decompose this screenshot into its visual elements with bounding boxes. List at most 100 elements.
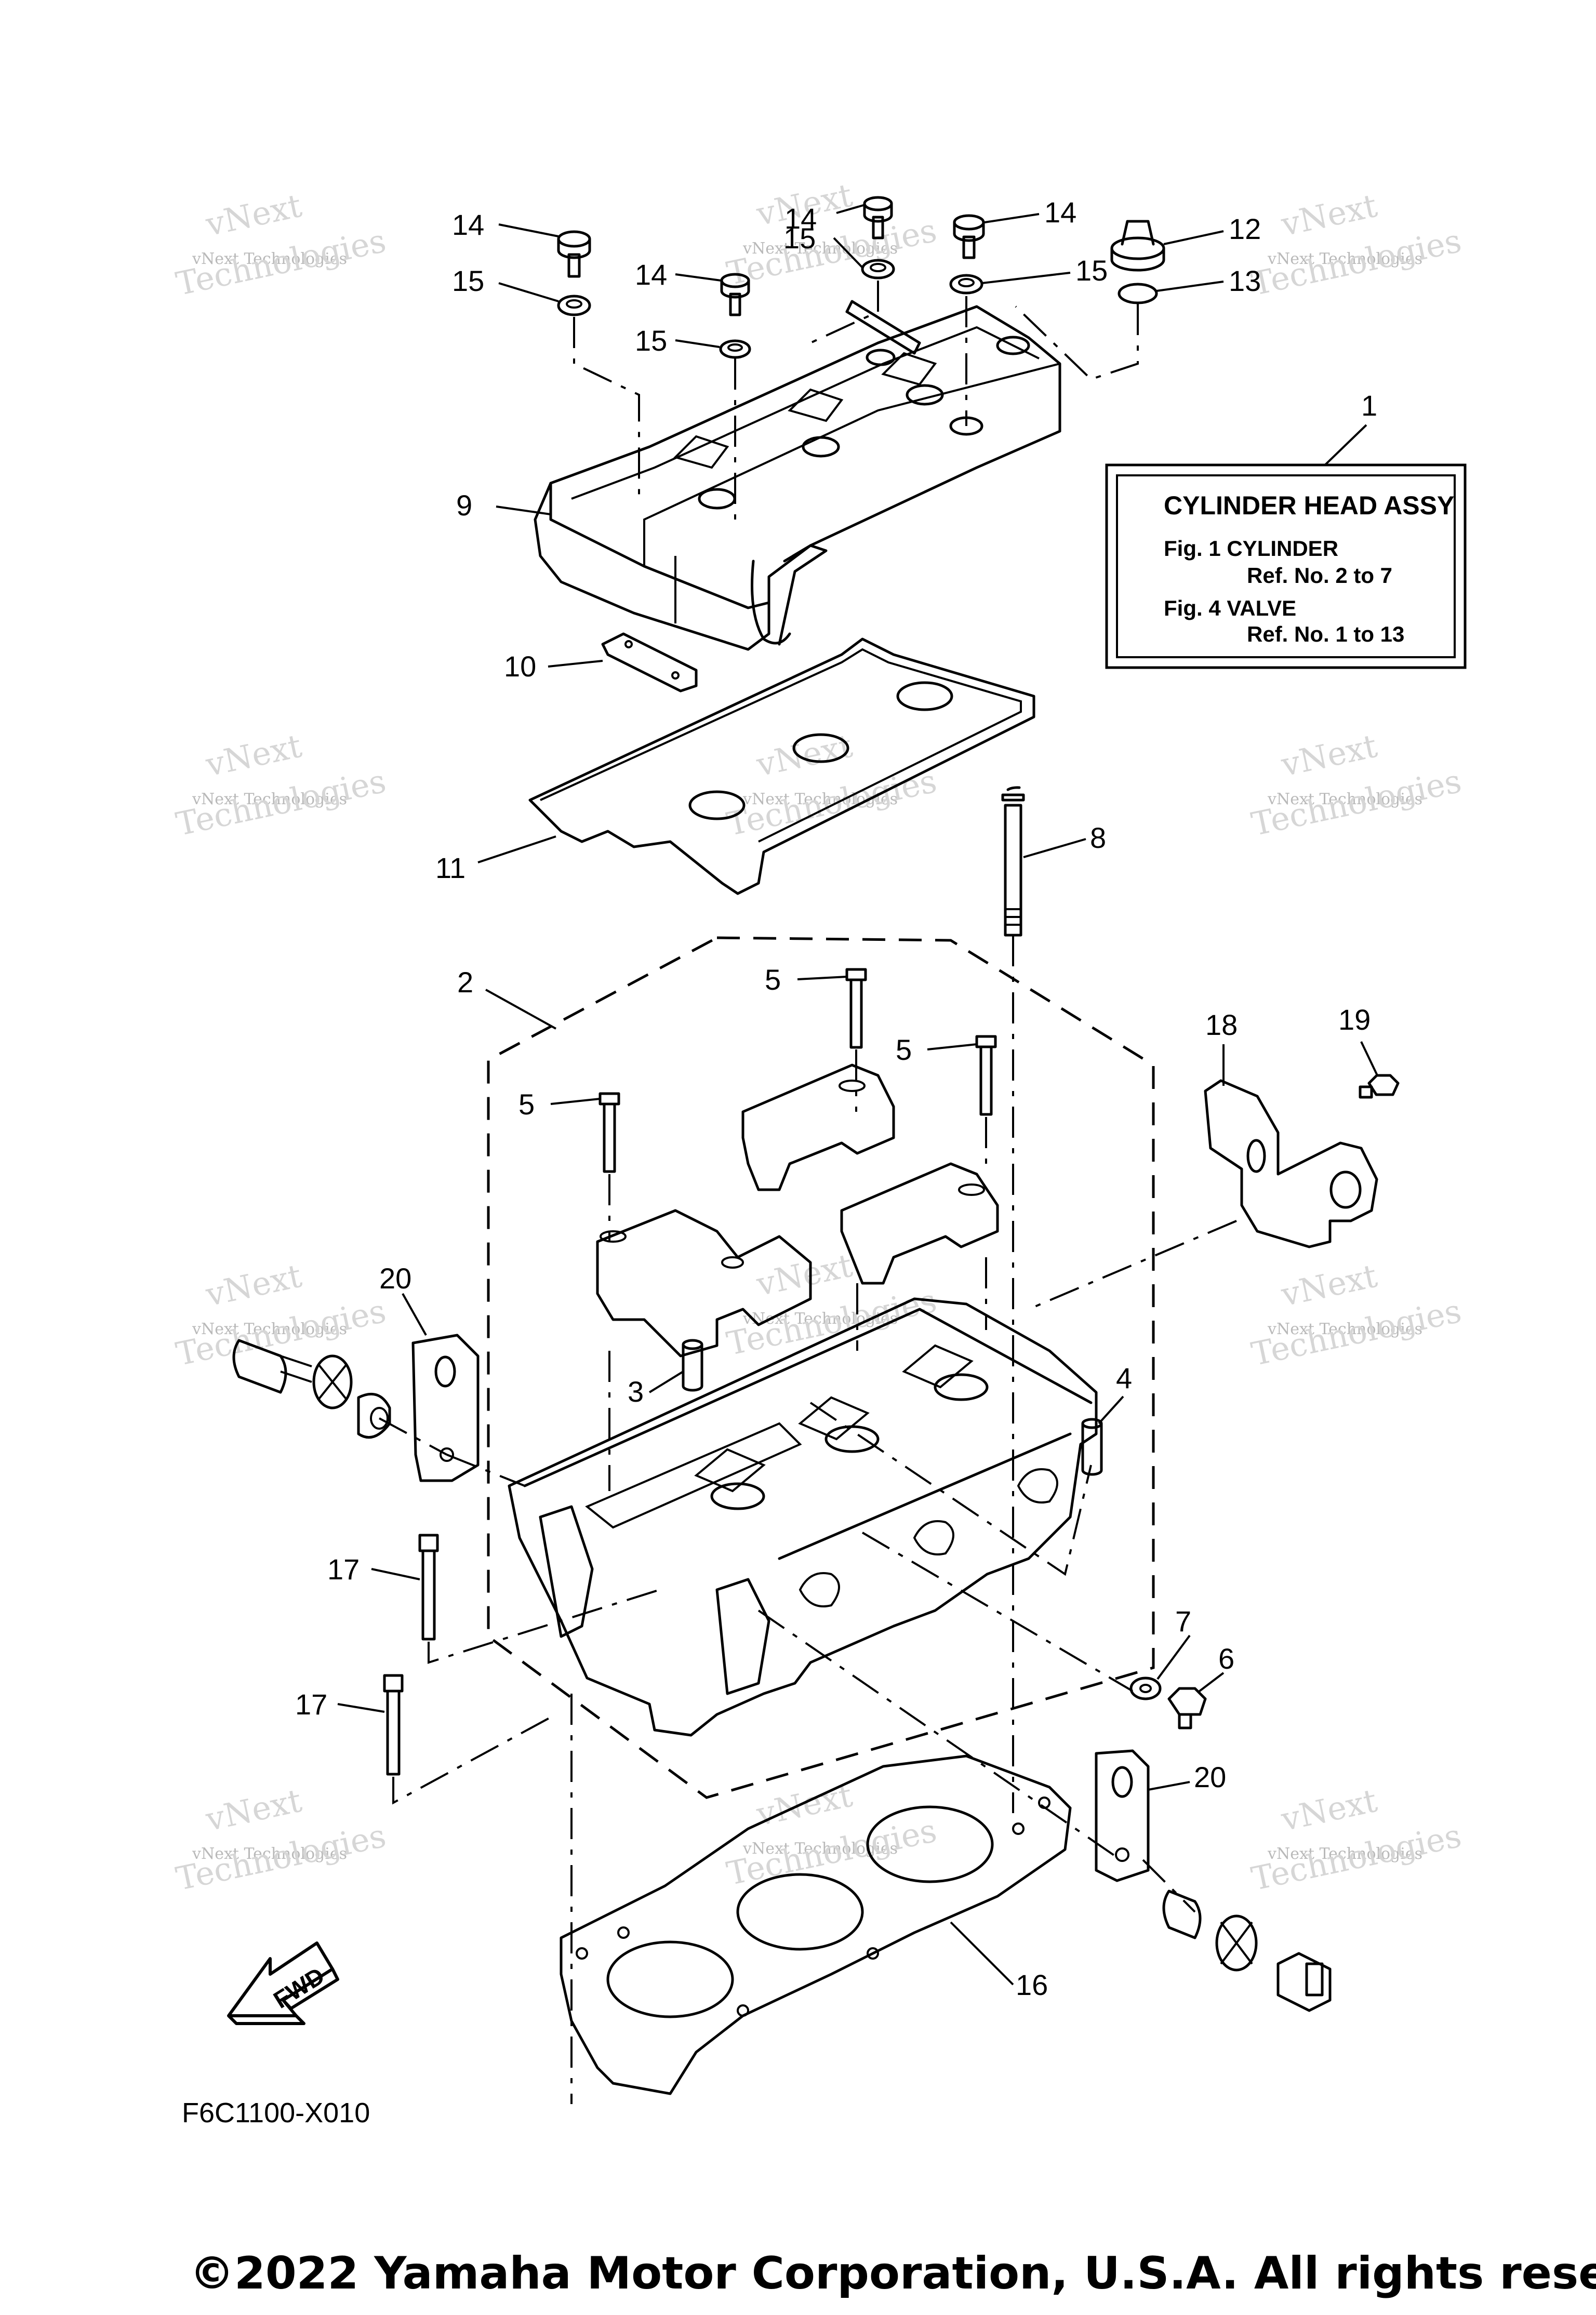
- watermark-8: vNext vNext Technologies Technologies: [723, 1246, 940, 1363]
- watermark-big-top: vNext: [202, 187, 305, 244]
- right-stud-assembly: [1162, 1890, 1332, 2012]
- washer-7: [1129, 1677, 1162, 1700]
- watermark-line: vNext Technologies: [192, 1845, 347, 1863]
- grommets-15: [557, 259, 983, 359]
- bolt-5-a: [845, 968, 867, 1049]
- diagram-code: F6C1100-X010: [182, 2097, 370, 2128]
- watermark-line: vNext Technologies: [192, 1320, 347, 1338]
- callout-15: 15: [1075, 254, 1108, 287]
- callout-14: 14: [1044, 196, 1076, 229]
- watermark-line: vNext Technologies: [1267, 1845, 1422, 1863]
- watermark-6: vNext vNext Technologies Technologies: [1248, 727, 1465, 844]
- callout-11: 11: [435, 852, 466, 884]
- plug-4: [1081, 1418, 1103, 1476]
- watermark-1: vNext vNext Technologies Technologies: [172, 187, 389, 303]
- legend-title: CYLINDER HEAD ASSY: [1164, 491, 1454, 520]
- gasket-11: [528, 637, 1035, 895]
- watermark-line: vNext Technologies: [1267, 1320, 1422, 1338]
- cylinder-head-body: [508, 1297, 1098, 1737]
- callout-18: 18: [1205, 1008, 1238, 1041]
- bracket-10: [601, 632, 698, 693]
- callout-14: 14: [635, 258, 667, 291]
- callout-12: 12: [1229, 212, 1261, 245]
- watermark-big-bottom: Technologies: [172, 762, 389, 843]
- watermark-11: vNext vNext Technologies Technologies: [723, 1776, 940, 1893]
- callout-16: 16: [1016, 1968, 1048, 2001]
- cylinder-head-cover-9: [534, 300, 1061, 651]
- watermark-10: vNext vNext Technologies Technologies: [172, 1781, 389, 1898]
- watermark-big-top: vNext: [753, 1776, 856, 1833]
- bolt-14-left: [557, 230, 591, 278]
- callout-19: 19: [1338, 1003, 1371, 1036]
- callout-15: 15: [783, 222, 816, 255]
- watermark-9: vNext vNext Technologies Technologies: [1248, 1257, 1465, 1374]
- callout-3: 3: [628, 1375, 644, 1408]
- watermark-big-bottom: Technologies: [172, 1292, 389, 1373]
- bolt-14-center: [863, 196, 893, 240]
- callout-17: 17: [295, 1688, 327, 1721]
- camshaft-cap-middle: [840, 1162, 999, 1285]
- watermark-big-bottom: Technologies: [723, 211, 940, 292]
- legend-line-3: Fig. 4 VALVE: [1164, 596, 1296, 620]
- hanger-20-left: [411, 1334, 480, 1482]
- watermark-big-bottom: Technologies: [1248, 1292, 1465, 1373]
- watermark-12: vNext vNext Technologies Technologies: [1248, 1781, 1465, 1898]
- callout-7: 7: [1175, 1605, 1191, 1638]
- watermark-5: vNext vNext Technologies Technologies: [723, 727, 940, 844]
- watermark-big-top: vNext: [202, 1257, 305, 1314]
- callout-20: 20: [1194, 1761, 1226, 1793]
- watermark-big-top: vNext: [202, 1781, 305, 1839]
- bolt-6: [1167, 1687, 1207, 1729]
- callout-2: 2: [457, 966, 473, 999]
- watermark-big-bottom: Technologies: [1248, 221, 1465, 303]
- legend-line-2: Ref. No. 2 to 7: [1247, 563, 1392, 588]
- watermark-3: vNext vNext Technologies Technologies: [1248, 187, 1465, 303]
- bolt-14-center-left: [720, 273, 750, 316]
- watermark-4: vNext vNext Technologies Technologies: [172, 727, 389, 844]
- oil-filler-cap-12: [1110, 220, 1165, 272]
- watermarks: vNext vNext Technologies Technologies vN…: [172, 176, 1465, 1898]
- callout-13: 13: [1229, 264, 1261, 297]
- o-ring-13: [1118, 283, 1158, 304]
- callout-4: 4: [1116, 1362, 1132, 1394]
- watermark-big-top: vNext: [1278, 1257, 1380, 1314]
- watermark-line: vNext Technologies: [192, 250, 347, 268]
- watermark-big-top: vNext: [753, 1246, 856, 1303]
- watermark-big-top: vNext: [1278, 1781, 1380, 1839]
- watermark-big-top: vNext: [1278, 187, 1380, 244]
- callout-15: 15: [452, 264, 484, 297]
- cylinder-head-assembly-outline: [487, 936, 1155, 1799]
- bolt-14-right: [953, 214, 985, 259]
- bolt-5-c: [598, 1092, 620, 1173]
- callout-6: 6: [1218, 1642, 1234, 1675]
- watermark-big-bottom: Technologies: [1248, 1816, 1465, 1898]
- watermark-line: vNext Technologies: [1267, 790, 1422, 808]
- watermark-big-top: vNext: [202, 727, 305, 784]
- callout-20: 20: [379, 1262, 411, 1295]
- callout-14: 14: [452, 208, 484, 241]
- callout-numbers: 14 15 14 15 14 15 14 15 12 13 1 9 10 11 …: [295, 196, 1377, 2001]
- assembly-lines: [379, 935, 1237, 2104]
- callout-15: 15: [635, 324, 667, 357]
- watermark-big-bottom: Technologies: [172, 1816, 389, 1898]
- bolt-8: [1001, 786, 1025, 937]
- callout-8: 8: [1090, 821, 1106, 854]
- watermark-line: vNext Technologies: [742, 240, 898, 258]
- copyright-notice: ©2022 Yamaha Motor Corporation, U.S.A. A…: [190, 2247, 1596, 2299]
- callout-leaders: [337, 204, 1379, 1986]
- bolt-19: [1359, 1074, 1400, 1099]
- callout-9: 9: [456, 489, 472, 522]
- callout-17: 17: [327, 1553, 360, 1586]
- legend-line-1: Fig. 1 CYLINDER: [1164, 536, 1338, 561]
- bolt-5-b: [975, 1035, 997, 1116]
- legend-box: CYLINDER HEAD ASSY Fig. 1 CYLINDER Ref. …: [1105, 463, 1467, 669]
- watermark-big-bottom: Technologies: [172, 221, 389, 303]
- callout-10: 10: [504, 650, 536, 683]
- dowel-pin-3: [682, 1339, 703, 1392]
- bolt-17-lower: [383, 1674, 404, 1776]
- fwd-arrow: FWD: [227, 1941, 339, 2025]
- callout-14: 14: [784, 202, 817, 235]
- callout-5: 5: [518, 1088, 535, 1121]
- watermark-2: vNext vNext Technologies Technologies: [723, 176, 940, 293]
